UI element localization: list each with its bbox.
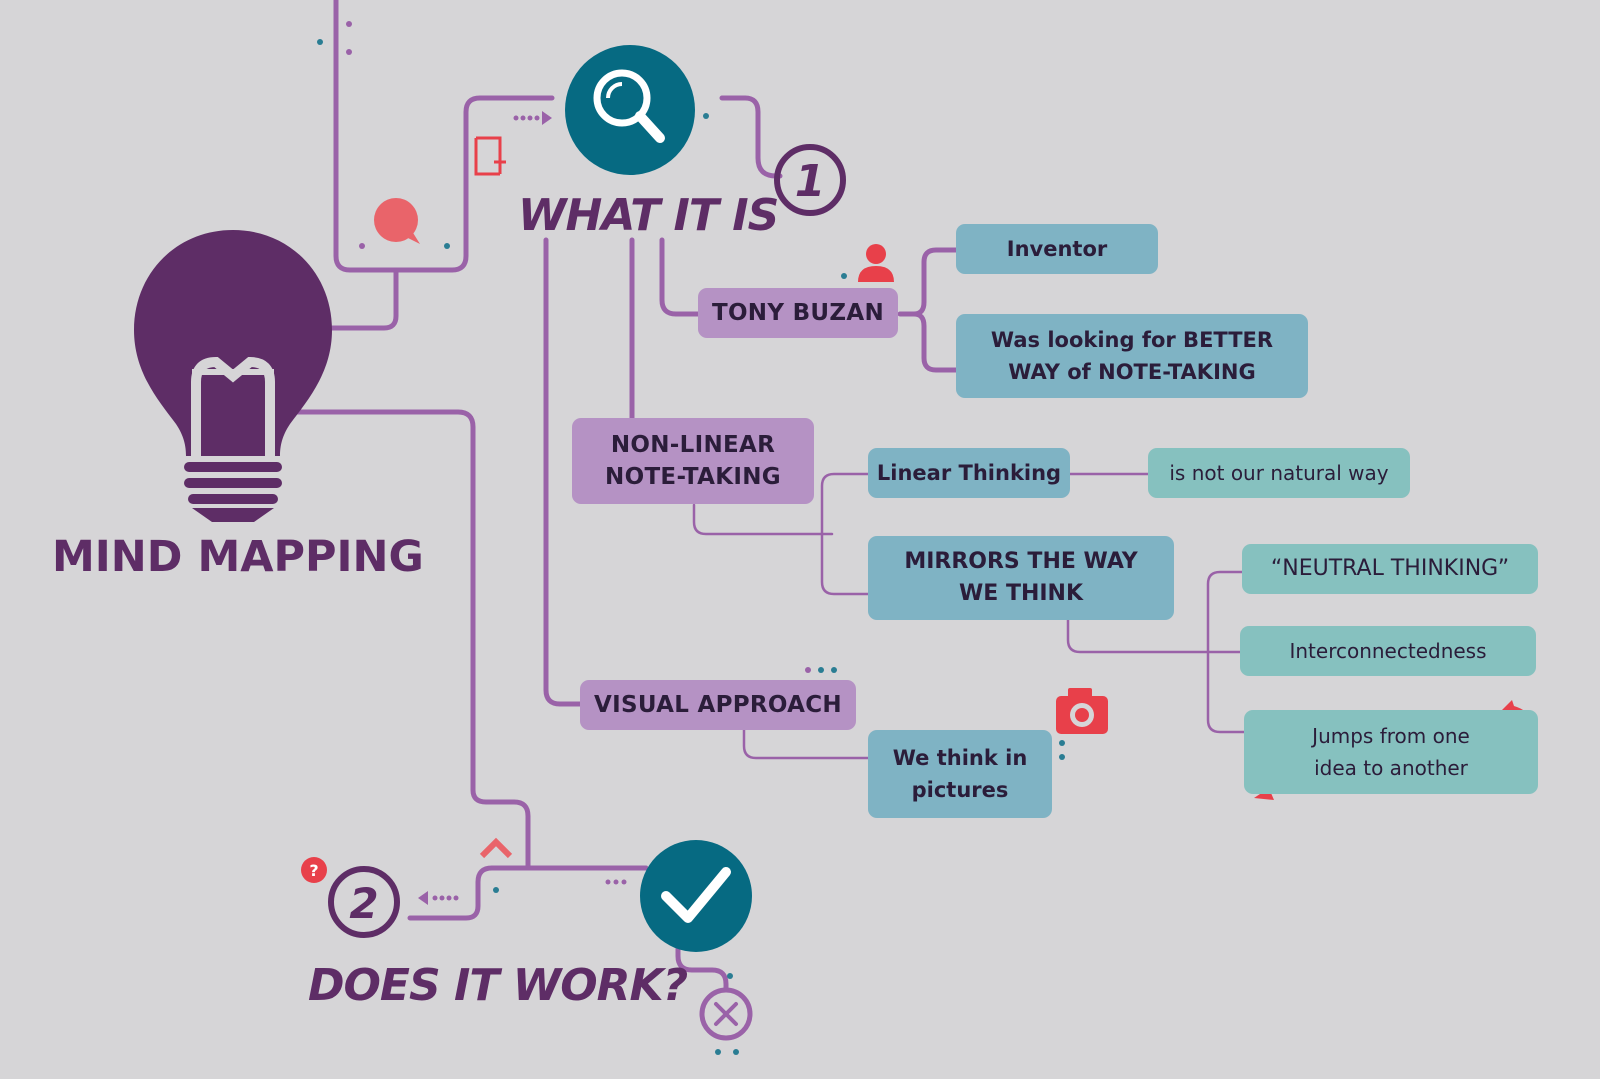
number-1-label: 1 — [795, 156, 826, 207]
question-icon — [301, 857, 327, 883]
node-mirrors-label: MIRRORS THE WAY WE THINK — [904, 549, 1138, 606]
node-non-linear-label: NON-LINEAR NOTE-TAKING — [605, 432, 781, 490]
node-jumps-label: Jumps from one idea to another — [1312, 724, 1470, 780]
node-interconnectedness: Interconnectedness — [1240, 626, 1536, 676]
question-icon-glyph: ? — [309, 861, 318, 880]
add-page-icon — [474, 136, 506, 176]
number-2-label: 2 — [349, 879, 378, 928]
thin-connector-lines — [692, 472, 1246, 760]
chat-bubble-icon — [374, 198, 420, 244]
close-circle-icon — [699, 987, 753, 1041]
number-2-badge — [328, 866, 400, 938]
node-inventor-label: Inventor — [1006, 237, 1108, 261]
node-not-natural: is not our natural way — [1148, 448, 1410, 498]
node-linear-thinking-label: Linear Thinking — [876, 461, 1062, 485]
dotted-arrows — [418, 111, 627, 905]
node-pictures: We think in pictures — [868, 730, 1052, 818]
node-mirrors: MIRRORS THE WAY WE THINK — [868, 536, 1174, 620]
node-neutral-thinking: “NEUTRAL THINKING” — [1242, 544, 1538, 594]
node-inventor: Inventor — [956, 224, 1158, 274]
node-pictures-label: We think in pictures — [892, 746, 1028, 802]
node-better-way: Was looking for BETTER WAY of NOTE-TAKIN… — [956, 314, 1308, 398]
number-1-badge — [774, 144, 846, 216]
node-neutral-thinking-label: “NEUTRAL THINKING” — [1270, 556, 1510, 581]
node-linear-thinking: Linear Thinking — [868, 448, 1070, 498]
node-interconnectedness-label: Interconnectedness — [1289, 639, 1487, 663]
person-icon — [858, 244, 894, 282]
node-better-way-label: Was looking for BETTER WAY of NOTE-TAKIN… — [990, 328, 1274, 384]
node-visual-approach-label: VISUAL APPROACH — [594, 692, 842, 718]
lightbulb-icon — [134, 230, 332, 522]
node-visual-approach: VISUAL APPROACH — [580, 680, 856, 730]
magnifier-icon — [565, 45, 695, 175]
camera-icon — [1056, 688, 1108, 734]
decorative-dots — [317, 21, 1065, 1055]
node-tony-buzan: TONY BUZAN — [698, 288, 898, 338]
section-2-title: DOES IT WORK? — [308, 960, 688, 1011]
node-not-natural-label: is not our natural way — [1169, 461, 1389, 485]
connector-lines — [292, 0, 959, 993]
section-1-title: WHAT IT IS — [518, 190, 779, 241]
checkmark-icon — [640, 840, 752, 952]
node-non-linear: NON-LINEAR NOTE-TAKING — [572, 418, 814, 504]
main-title: MIND MAPPING — [52, 532, 424, 582]
node-tony-buzan-label: TONY BUZAN — [711, 300, 885, 326]
chevron-up-icon — [479, 837, 513, 859]
node-jumps: Jumps from one idea to another — [1244, 710, 1538, 794]
